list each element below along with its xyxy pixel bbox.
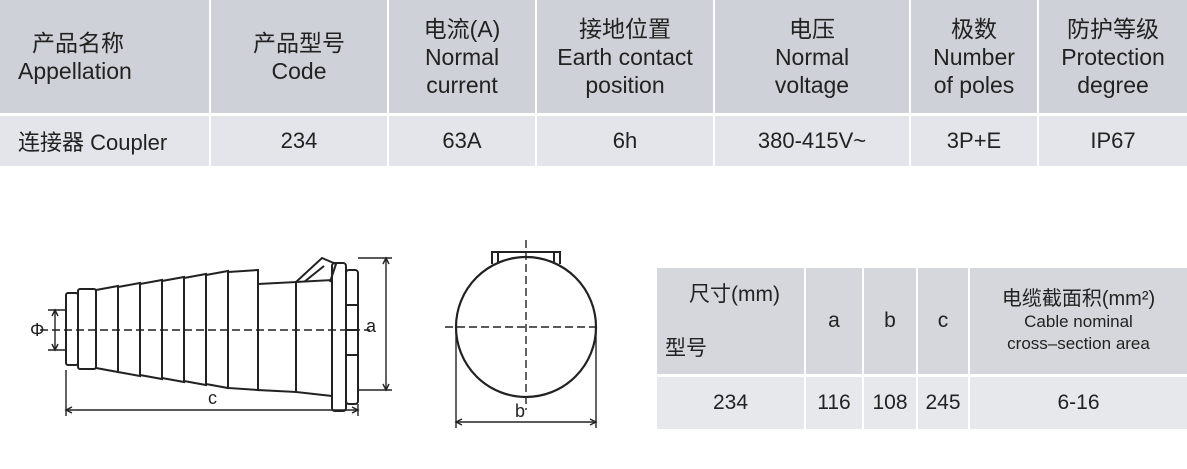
dim-col-c: c: [917, 268, 970, 376]
b-label: b: [515, 401, 525, 421]
header-poles-en2: of poles: [933, 71, 1015, 98]
header-poles-zh: 极数: [951, 15, 997, 42]
spec-header-row: 产品名称 Appellation 产品型号 Code 电流(A) Normal …: [0, 0, 1187, 115]
header-appellation-en: Appellation: [18, 57, 132, 84]
header-protection-en2: degree: [1077, 71, 1149, 98]
dim-corner-cell: 尺寸(mm) 型号: [657, 268, 806, 376]
technical-drawings: Φ a c b: [30, 240, 600, 428]
header-code-en: Code: [271, 57, 327, 84]
header-poles: 极数 Number of poles: [910, 0, 1039, 115]
header-voltage-en2: voltage: [774, 71, 850, 98]
dim-cell-b: 108: [863, 374, 918, 429]
header-voltage-en1: Normal: [774, 43, 850, 70]
a-dimension: [358, 256, 392, 392]
header-protection: 防护等级 Protection degree: [1038, 0, 1187, 115]
coupler-side-view: [65, 256, 359, 412]
phi-dimension: [48, 308, 66, 352]
dim-model-label: 型号: [665, 337, 707, 360]
header-protection-zh: 防护等级: [1067, 15, 1159, 42]
dim-cell-a: 116: [805, 374, 864, 429]
dim-col-a: a: [805, 268, 864, 376]
header-earth: 接地位置 Earth contact position: [536, 0, 715, 115]
header-earth-zh: 接地位置: [579, 15, 671, 42]
dim-data-row: 234 116 108 245 6-16: [657, 374, 1187, 429]
cell-appellation: 连接器 Coupler: [0, 113, 211, 166]
header-current: 电流(A) Normal current: [388, 0, 537, 115]
dimension-table: 尺寸(mm) 型号 a b c 电缆截面积(mm²) Cable nominal…: [657, 268, 1187, 429]
dim-cell-model: 234: [657, 374, 806, 429]
header-voltage: 电压 Normal voltage: [714, 0, 911, 115]
dim-header-row: 尺寸(mm) 型号 a b c 电缆截面积(mm²) Cable nominal…: [657, 268, 1187, 376]
header-code-zh: 产品型号: [253, 29, 345, 56]
spec-table: 产品名称 Appellation 产品型号 Code 电流(A) Normal …: [0, 0, 1187, 166]
dim-cell-cable-area: 6-16: [969, 374, 1187, 429]
header-current-en1: Normal: [424, 43, 500, 70]
a-label: a: [366, 316, 377, 336]
header-current-en2: current: [426, 71, 498, 98]
header-code: 产品型号 Code: [210, 0, 389, 115]
header-earth-en1: Earth contact: [557, 43, 693, 70]
cell-poles: 3P+E: [910, 113, 1039, 166]
cell-earth: 6h: [536, 113, 715, 166]
header-appellation: 产品名称 Appellation: [0, 0, 211, 115]
cell-voltage: 380-415V~: [714, 113, 911, 166]
cell-protection: IP67: [1038, 113, 1187, 166]
header-poles-en1: Number: [933, 43, 1015, 70]
cable-area-title-zh: 电缆截面积(mm²): [1001, 288, 1156, 310]
phi-label: Φ: [30, 320, 44, 340]
header-current-zh: 电流(A): [423, 15, 501, 42]
cable-area-title-en1: Cable nominal: [1024, 312, 1133, 331]
dim-size-unit: 尺寸(mm): [689, 283, 780, 306]
cell-code: 234: [210, 113, 389, 166]
cable-area-title-en2: cross–section area: [1007, 334, 1150, 353]
cell-current: 63A: [388, 113, 537, 166]
dim-col-cable: 电缆截面积(mm²) Cable nominal cross–section a…: [969, 268, 1187, 376]
c-label: c: [208, 388, 217, 408]
dim-col-b: b: [863, 268, 918, 376]
header-earth-en2: position: [585, 71, 665, 98]
c-dimension: [64, 370, 360, 416]
dim-cell-c: 245: [917, 374, 970, 429]
header-voltage-zh: 电压: [789, 15, 835, 42]
b-dimension: [454, 330, 598, 428]
header-protection-en1: Protection: [1061, 43, 1165, 70]
spec-data-row: 连接器 Coupler 234 63A 6h 380-415V~ 3P+E IP…: [0, 113, 1187, 166]
header-appellation-zh: 产品名称: [32, 29, 124, 56]
